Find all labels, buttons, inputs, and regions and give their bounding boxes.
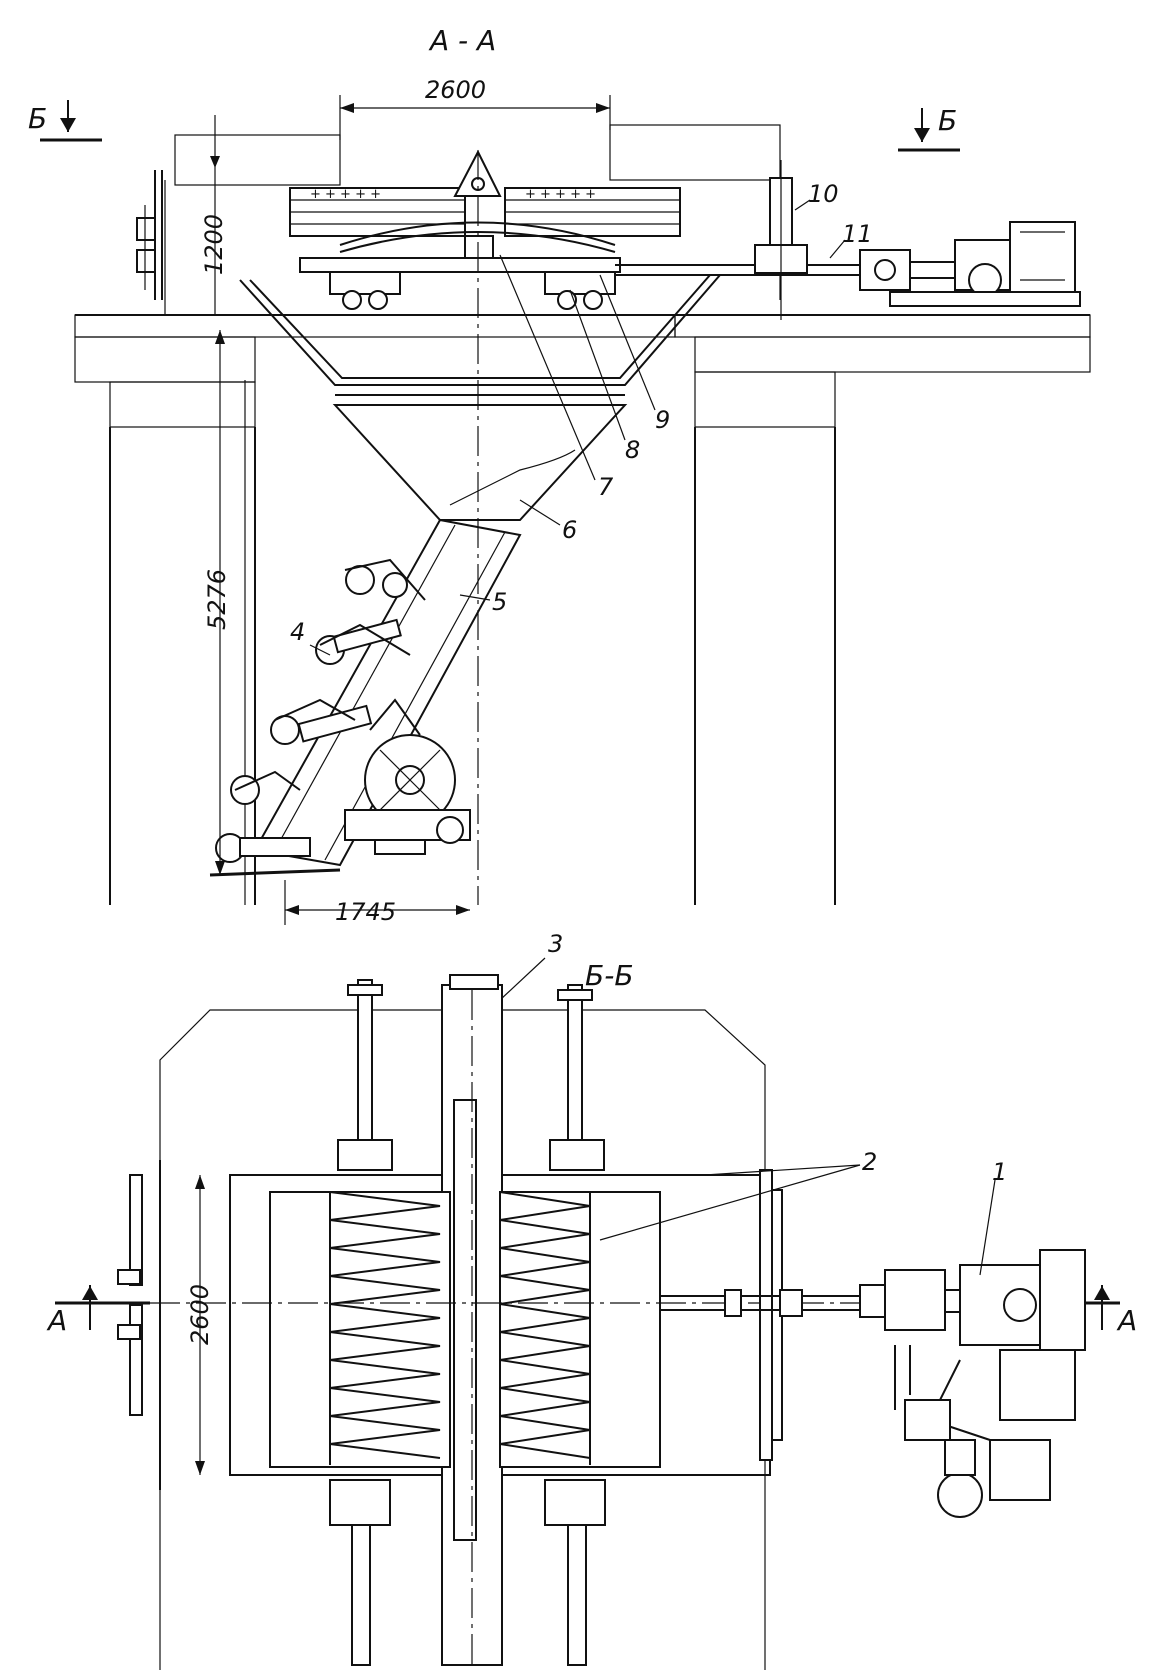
inclined-chute <box>253 518 522 867</box>
callout-3: 3 <box>548 930 563 958</box>
support-rollers <box>329 271 616 310</box>
cut-mark-a-right: А <box>1085 1285 1137 1337</box>
gearbox-motor <box>859 221 1081 307</box>
dim-depth: 5276 <box>203 330 231 875</box>
plate-right <box>499 1191 661 1468</box>
springs <box>329 1191 591 1465</box>
section-aa-title: А - А <box>428 24 496 57</box>
callout-7: 7 <box>598 473 614 501</box>
left-handles <box>117 1160 161 1490</box>
section-b-b: Б-Б 3 <box>46 930 1137 1670</box>
section-a-a: А - А Б Б 2600 <box>28 24 1091 926</box>
wall-block-right <box>609 124 781 181</box>
cut-mark-left: Б <box>28 100 102 142</box>
base-plate <box>209 868 341 877</box>
shaft-walls <box>109 380 836 905</box>
callout-9: 9 <box>655 406 670 434</box>
drive-shaft <box>615 160 860 320</box>
left-side-rail <box>136 170 163 300</box>
foundation-block <box>159 1009 766 1670</box>
cut-mark-right: Б <box>898 104 960 152</box>
plate-left <box>269 1191 451 1468</box>
dim-height-top-label: 1200 <box>200 214 228 275</box>
hopper <box>239 274 721 521</box>
svg-text:+ + + + +: + + + + + <box>310 187 381 202</box>
dim-width-bb-label: 2600 <box>186 1284 214 1345</box>
right-flange <box>660 1169 860 1461</box>
dim-width-aa: 2600 <box>339 76 611 140</box>
callout-5: 5 <box>492 588 507 616</box>
callouts-aa: 4 5 6 7 8 9 10 11 <box>290 180 873 656</box>
svg-text:+ + + + +: + + + + + <box>525 187 596 202</box>
callout-1: 1 <box>992 1158 1007 1186</box>
feeder-chain <box>215 558 426 863</box>
dim-width-bb: 2600 <box>186 1175 214 1475</box>
wall-block-left <box>174 134 341 186</box>
cut-mark-left-label: Б <box>28 102 47 135</box>
drive-unit-top <box>859 1249 1086 1518</box>
dim-bottom: 1745 <box>284 880 470 926</box>
callout-2: 2 <box>862 1148 877 1176</box>
callout-10: 10 <box>808 180 839 208</box>
callouts-bb: 2 1 <box>599 1148 1007 1276</box>
floor-slab <box>74 314 1091 428</box>
cut-mark-a-left: А <box>46 1285 150 1337</box>
dim-depth-label: 5276 <box>203 569 231 630</box>
cut-mark-right-label: Б <box>938 104 957 137</box>
callout-8: 8 <box>625 436 640 464</box>
cut-mark-a-left-label: А <box>46 1304 67 1337</box>
tie-rods <box>329 979 606 1666</box>
chain-drive-wheel <box>344 698 471 855</box>
rotary-table: + + + + + + + + + + <box>289 149 681 273</box>
section-bb-title: Б-Б <box>585 959 634 992</box>
dim-bottom-label: 1745 <box>335 898 396 926</box>
cut-mark-a-right-label: А <box>1116 1304 1137 1337</box>
callout-11: 11 <box>842 220 873 248</box>
dim-height-top: 1200 <box>200 115 228 315</box>
callout-4: 4 <box>290 618 305 646</box>
dim-width-aa-label: 2600 <box>425 76 486 104</box>
callout-6: 6 <box>562 516 577 544</box>
